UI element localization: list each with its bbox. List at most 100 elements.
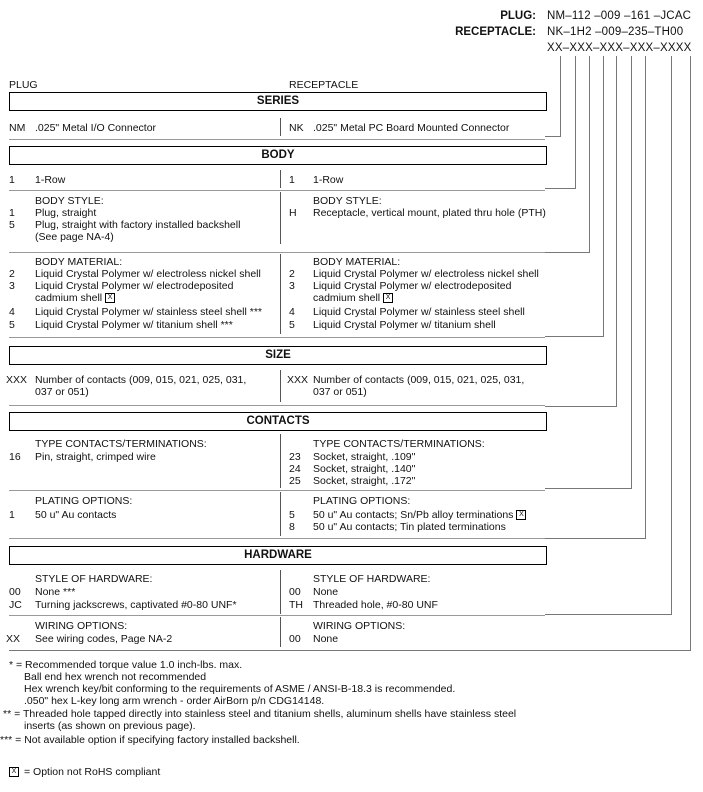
hardware-style-receptacle-code: TH [289,599,303,611]
body-style-plug-code: 1 [9,207,15,219]
size-plug-text: Number of contacts (009, 015, 021, 025, … [35,374,247,386]
hardware-style-plug-code: 00 [9,586,21,598]
contact-type-receptacle-code: 24 [289,463,301,475]
wiring-receptacle-heading: WIRING OPTIONS: [313,620,406,632]
footnote: Hex wrench key/bit conforming to the req… [24,683,456,695]
body-material-plug-code: 2 [9,268,15,280]
body-style-receptacle-text: Receptacle, vertical mount, plated thru … [313,207,546,219]
body-material-receptacle-heading: BODY MATERIAL: [313,256,401,268]
size-section-title: SIZE [9,346,547,365]
body-style-plug-heading: BODY STYLE: [35,195,104,207]
section-separator [9,337,545,338]
footnote: Ball end hex wrench not recommended [24,671,207,683]
body-material-plug-text: Liquid Crystal Polymer w/ electroless ni… [35,268,261,280]
body-material-receptacle-code: 5 [289,319,295,331]
plug-code-label: PLUG: [500,10,536,22]
column-divider [280,118,281,136]
body-material-receptacle-text: Liquid Crystal Polymer w/ electroless ni… [313,268,539,280]
hardware-style-plug-text: Turning jackscrews, captivated #0-80 UNF… [35,599,237,611]
series-receptacle-code: NK [289,122,304,134]
plating-plug-code: 1 [9,509,15,521]
body-material-plug-code: 5 [9,319,15,331]
hardware-section-title: HARDWARE [9,546,547,565]
plug-part-number: NM–112 –009 –161 –JCAC [547,10,692,22]
body-row-receptacle-text: 1-Row [313,174,344,186]
section-separator [9,490,545,491]
contact-type-plug-heading: TYPE CONTACTS/TERMINATIONS: [35,438,207,450]
wiring-receptacle-text: None [313,633,339,645]
body-material-plug-text: Liquid Crystal Polymer w/ stainless stee… [35,306,263,318]
column-divider [280,254,281,334]
template-part-number: XX–XXX–XXX–XXX–XXXX [547,42,692,54]
hardware-style-plug-heading: STYLE OF HARDWARE: [35,573,153,585]
footnote: inserts (as shown on previous page). [24,720,196,732]
hardware-style-receptacle-heading: STYLE OF HARDWARE: [313,573,431,585]
section-separator [9,190,545,191]
body-row-receptacle-code: 1 [289,174,295,186]
plating-receptacle-code: 5 [289,509,295,521]
body-material-receptacle-code: 3 [289,280,295,292]
body-style-plug-text: Plug, straight with factory installed ba… [35,219,241,231]
column-divider [280,617,281,647]
body-material-plug-text: Liquid Crystal Polymer w/ electrodeposit… [35,280,234,292]
wiring-plug-text: See wiring codes, Page NA-2 [35,633,173,645]
body-row-plug-code: 1 [9,174,15,186]
footnote: ** = Threaded hole tapped directly into … [3,708,517,720]
plating-plug-heading: PLATING OPTIONS: [35,495,133,507]
column-divider [280,492,281,536]
footnote: * = Recommended torque value 1.0 inch-lb… [9,659,243,671]
hardware-style-receptacle-code: 00 [289,586,301,598]
contact-type-plug-text: Pin, straight, crimped wire [35,451,156,463]
body-material-receptacle-code: 2 [289,268,295,280]
section-separator [9,139,545,140]
hardware-style-plug-text: None *** [35,586,76,598]
contact-type-receptacle-heading: TYPE CONTACTS/TERMINATIONS: [313,438,485,450]
body-material-plug-text: Liquid Crystal Polymer w/ titanium shell… [35,319,233,331]
body-style-plug-code: 5 [9,219,15,231]
receptacle-part-number: NK–1H2 –009–235–TH00 [547,26,684,38]
body-material-receptacle-text: Liquid Crystal Polymer w/ titanium shell [313,319,496,331]
plug-column-header: PLUG [9,79,38,91]
size-plug-text: 037 or 051) [35,386,89,398]
size-receptacle-text: Number of contacts (009, 015, 021, 025, … [313,374,525,386]
footnote: .050" hex L-key long arm wrench - order … [24,695,325,707]
body-row-plug-text: 1-Row [35,174,66,186]
contact-type-receptacle-code: 25 [289,475,301,487]
non-rohs-icon: X [9,767,19,778]
receptacle-code-label: RECEPTACLE: [455,26,536,38]
plating-receptacle-text: 50 u" Au contacts; Sn/Pb alloy terminati… [313,509,527,521]
contact-type-plug-code: 16 [9,451,21,463]
body-material-receptacle-code: 4 [289,306,295,318]
body-style-receptacle-code: H [289,207,297,219]
hardware-style-receptacle-text: Threaded hole, #0-80 UNF [313,599,438,611]
body-material-plug-code: 4 [9,306,15,318]
hardware-style-plug-code: JC [9,599,22,611]
contact-type-receptacle-text: Socket, straight, .109" [313,451,416,463]
contact-type-receptacle-text: Socket, straight, .172" [313,475,416,487]
size-receptacle-code: XXX [287,374,309,386]
plating-receptacle-code: 8 [289,521,295,533]
size-receptacle-text: 037 or 051) [313,386,367,398]
body-style-plug-text: (See page NA-4) [35,231,114,243]
body-material-receptacle-text: Liquid Crystal Polymer w/ electrodeposit… [313,280,512,292]
contacts-section-title: CONTACTS [9,412,547,431]
wiring-receptacle-code: 00 [289,633,301,645]
wiring-plug-heading: WIRING OPTIONS: [35,620,128,632]
plating-receptacle-heading: PLATING OPTIONS: [313,495,411,507]
body-material-receptacle-text: Liquid Crystal Polymer w/ stainless stee… [313,306,525,318]
body-material-plug-code: 3 [9,280,15,292]
non-rohs-icon: X [105,293,116,304]
section-separator [9,615,545,616]
column-divider [280,192,281,244]
receptacle-column-header: RECEPTACLE [289,79,359,91]
series-receptacle-text: .025" Metal PC Board Mounted Connector [313,122,510,134]
series-plug-code: NM [9,122,26,134]
rohs-legend: X= Option not RoHS compliant [9,766,160,778]
contact-type-receptacle-code: 23 [289,451,301,463]
plating-receptacle-text: 50 u" Au contacts; Tin plated terminatio… [313,521,506,533]
size-plug-code: XXX [6,374,28,386]
section-separator [9,405,545,406]
section-separator [9,538,545,539]
